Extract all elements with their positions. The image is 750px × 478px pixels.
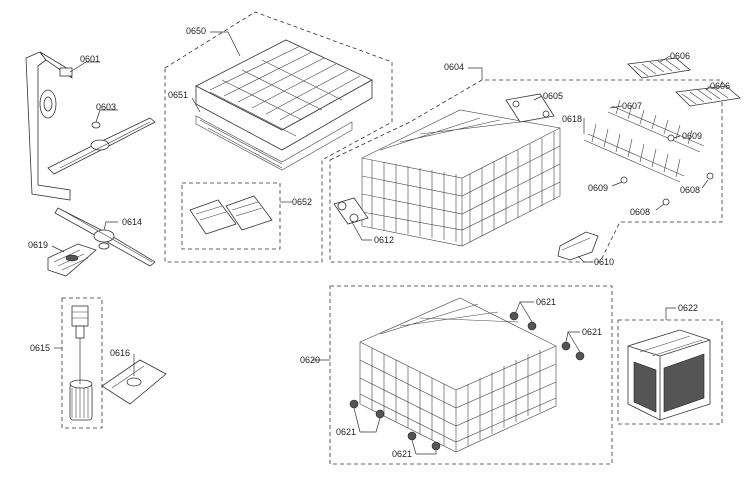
leader-0619 <box>51 245 65 253</box>
callout-0621a: 0621 <box>536 297 556 307</box>
leader-0605 <box>533 95 543 101</box>
leader-0607 <box>609 105 623 109</box>
callout-0608a: 0608 <box>680 185 700 195</box>
cup-shelf-b-part <box>675 85 741 107</box>
callout-0601: 0601 <box>80 54 100 64</box>
callout-0650: 0650 <box>186 26 206 36</box>
rack-adjuster-part <box>505 93 555 123</box>
group-box-0650 <box>164 11 393 263</box>
leader-0610 <box>577 255 592 263</box>
wheel-a1-part <box>509 311 519 321</box>
callout-0614: 0614 <box>122 217 142 227</box>
callout-0622: 0622 <box>678 303 698 313</box>
leader-0608b <box>655 203 665 211</box>
leader-0604 <box>468 67 483 80</box>
callout-0608b: 0608 <box>630 207 650 217</box>
cup-shelf-a-part <box>627 57 691 79</box>
callout-0621d: 0621 <box>392 449 412 459</box>
clip-0608a-part <box>706 172 714 180</box>
leader-0621a <box>515 301 534 323</box>
wheel-b2-part <box>575 351 585 361</box>
leader-0609a <box>673 135 681 139</box>
callout-0652: 0652 <box>292 197 312 207</box>
leader-0601 <box>69 61 100 73</box>
group-box-0604 <box>329 79 723 263</box>
callout-0619: 0619 <box>28 240 48 250</box>
group-box-0652 <box>181 182 281 250</box>
callout-0603: 0603 <box>96 102 116 112</box>
upper-rack-part <box>361 109 561 247</box>
clip-0609a-part <box>667 134 675 142</box>
wheel-a2-part <box>527 321 537 331</box>
callout-0606a: 0606 <box>670 51 690 61</box>
cutlery-basket-part <box>627 329 711 421</box>
micro-filter-part <box>71 305 89 339</box>
rack-handle-part <box>557 231 599 261</box>
leader-0622 <box>665 307 676 320</box>
leader-0651 <box>191 97 201 113</box>
group-box-0615 <box>61 297 103 429</box>
leader-0621c <box>353 407 381 433</box>
fine-filter-cylinder-part <box>69 379 93 421</box>
rack-wheels-part <box>333 197 369 225</box>
wheel-b1-part <box>561 341 571 351</box>
callout-0609b: 0609 <box>588 183 608 193</box>
lower-spray-arm-part <box>54 207 156 267</box>
clip-0609b-part <box>620 176 628 184</box>
leader-0621b <box>565 331 581 353</box>
callout-0615: 0615 <box>30 343 50 353</box>
leader-0606b <box>705 85 711 91</box>
callout-0618: 0618 <box>562 114 582 124</box>
wheel-c2-part <box>375 409 385 419</box>
tray-frame-part <box>195 115 353 171</box>
callout-0604: 0604 <box>444 62 464 72</box>
leader-0609b <box>611 181 623 187</box>
wheel-c1-part <box>349 399 359 409</box>
filter-cover-part <box>47 243 97 277</box>
leader-0603 <box>95 109 118 123</box>
callout-0651: 0651 <box>168 90 188 100</box>
group-box-0622 <box>617 319 723 425</box>
clip-0608b-part <box>662 198 670 206</box>
leader-0650 <box>210 31 241 57</box>
callout-0616: 0616 <box>110 348 130 358</box>
callout-0606b: 0606 <box>710 81 730 91</box>
wheel-d2-part <box>431 441 441 451</box>
callout-0607: 0607 <box>622 101 642 111</box>
callout-0621b: 0621 <box>582 327 602 337</box>
wheel-d1-part <box>407 431 417 441</box>
leader-0608a <box>701 179 709 189</box>
leader-0612 <box>351 221 372 241</box>
group-box-0620 <box>329 285 613 465</box>
supply-pipe-part <box>25 51 73 201</box>
filter-plate-part <box>101 359 167 405</box>
callout-0609a: 0609 <box>682 131 702 141</box>
callout-0620: 0620 <box>300 355 320 365</box>
third-rack-tray-part <box>195 39 373 151</box>
lower-rack-part <box>359 297 557 453</box>
leader-0614 <box>103 221 118 231</box>
upper-spray-arm-part <box>47 117 156 175</box>
callout-0612: 0612 <box>374 235 394 245</box>
tine-row-part <box>583 99 705 183</box>
leader-0621d <box>411 439 437 455</box>
tray-clips-part <box>189 195 273 235</box>
callout-0610: 0610 <box>594 257 614 267</box>
callout-0605: 0605 <box>543 91 563 101</box>
callout-0621c: 0621 <box>336 427 356 437</box>
leader-0606a <box>659 55 671 63</box>
